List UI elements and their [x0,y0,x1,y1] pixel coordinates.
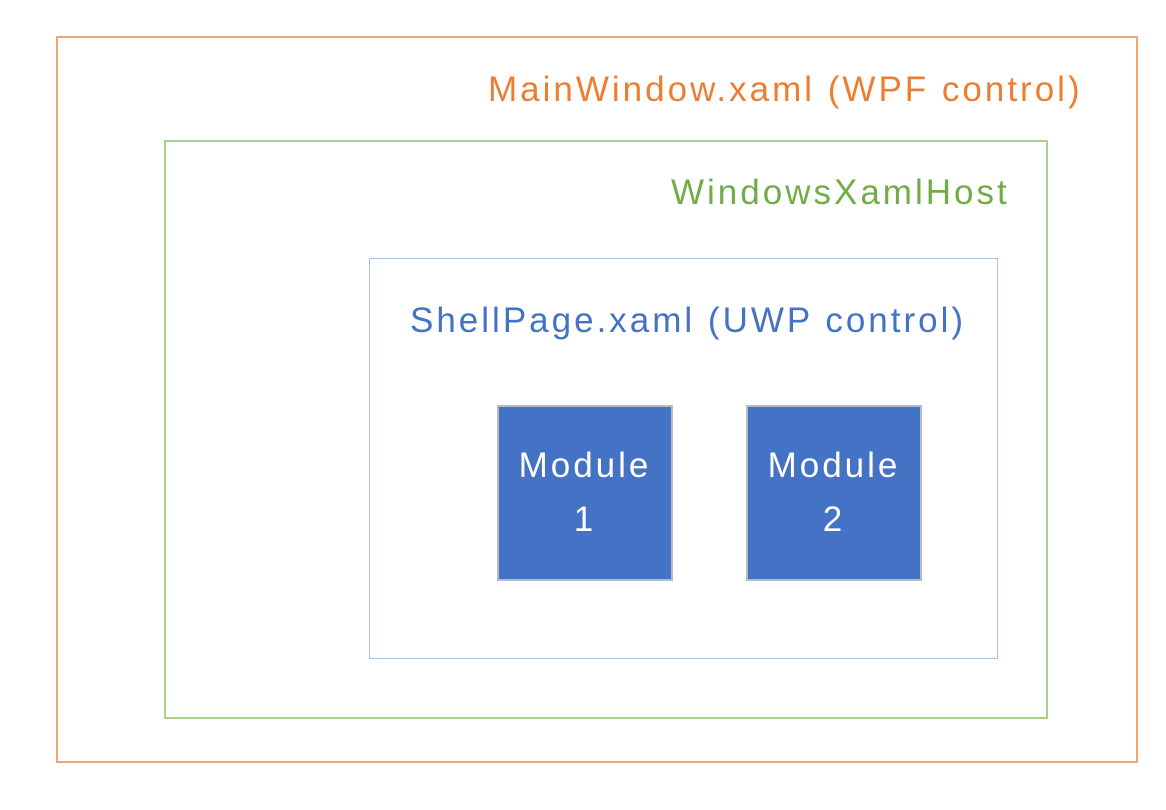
module-2-label-line2: 2 [822,500,846,539]
mainwindow-wpf-box: MainWindow.xaml (WPF control) WindowsXam… [56,36,1138,763]
mainwindow-wpf-label: MainWindow.xaml (WPF control) [488,70,1083,109]
windowsxamlhost-box: WindowsXamlHost ShellPage.xaml (UWP cont… [164,140,1048,719]
module-1-label-line2: 1 [573,500,597,539]
module-1-label-line1: Module [518,446,652,485]
shellpage-uwp-label: ShellPage.xaml (UWP control) [410,301,967,340]
shellpage-uwp-box: ShellPage.xaml (UWP control) Module 1 Mo… [369,258,998,659]
module-2-label-line1: Module [767,446,901,485]
windowsxamlhost-label: WindowsXamlHost [671,173,1010,212]
module-2-box: Module 2 [746,405,922,581]
module-1-box: Module 1 [497,405,673,581]
